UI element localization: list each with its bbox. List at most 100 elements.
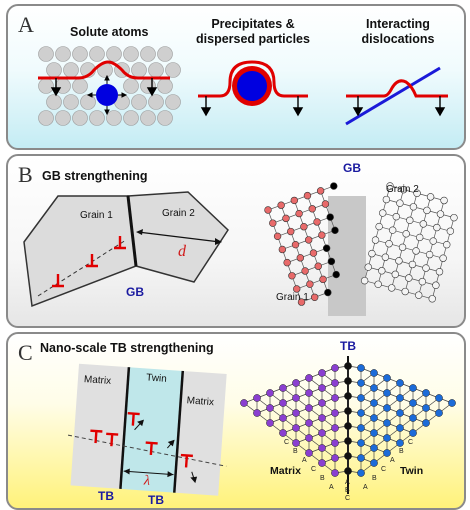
twin-lattice-atom: [318, 384, 326, 392]
gb-lattice-atom: [422, 264, 430, 272]
stacking-label-center: A: [345, 479, 350, 486]
gb-lattice-atom: [405, 274, 413, 282]
twin-lattice-atom: [357, 364, 365, 372]
twin-lattice-atom: [409, 384, 417, 392]
solute-host-atom: [63, 94, 79, 110]
twin-lattice-atom: [318, 444, 326, 452]
twin-lattice-atom: [305, 389, 313, 397]
gb-label-right: GB: [343, 161, 361, 175]
gb-lattice-atom: [288, 272, 296, 280]
solute-host-atom: [80, 94, 96, 110]
gb-lattice-atom: [300, 223, 308, 231]
twin-diagram-label: Twin: [400, 465, 423, 477]
gb-lattice-atom: [327, 257, 336, 266]
stacking-label-left: C: [284, 439, 289, 446]
gb-lattice-atom: [283, 258, 291, 267]
gb-lattice-atom: [382, 195, 391, 204]
solute-host-atom: [165, 62, 181, 78]
matrix-left-label: Matrix: [84, 374, 112, 387]
precipitates-title-line1: Precipitates &: [211, 17, 294, 31]
twin-lattice-atom: [396, 379, 404, 387]
twin-lattice-atom: [383, 389, 391, 397]
tb-top-label: TB: [340, 339, 356, 353]
twin-lattice-atom: [318, 429, 326, 437]
gb-lattice-atom: [277, 201, 285, 209]
stacking-label-right: A: [363, 484, 368, 491]
solute-host-atom: [157, 110, 173, 126]
twin-lattice-atom: [305, 419, 313, 427]
stacking-label-right: A: [390, 457, 395, 464]
solute-host-atom: [72, 46, 88, 62]
twin-lattice-atom: [331, 364, 339, 372]
gb-lattice-atom: [316, 187, 325, 195]
stacking-label-left: C: [311, 466, 316, 473]
gb-lattice-atom: [321, 200, 330, 208]
gb-lattice-atom: [443, 240, 451, 249]
gb-lattice-atom: [432, 281, 440, 289]
precipitate-bowed-dislocation: [198, 60, 308, 98]
solute-host-atom: [72, 110, 88, 126]
solute-host-atom: [106, 46, 122, 62]
twin-atomic-lattice: [240, 362, 456, 477]
stacking-label-right: C: [381, 466, 386, 473]
solute-atom-lattice: [38, 46, 181, 126]
panel-c: C Nano-scale TB strengthening: [6, 332, 466, 510]
gb-lattice-atom: [381, 253, 390, 261]
twin-lattice-atom: [370, 414, 378, 422]
twin-lattice-atom: [370, 459, 378, 467]
stacking-label-center: C: [345, 495, 350, 502]
gb-lattice-atom: [306, 280, 314, 288]
twin-lattice-atom: [422, 419, 430, 427]
solute-atom-blue: [96, 84, 118, 106]
gb-lattice-atom: [304, 236, 313, 244]
stacking-label-right: C: [408, 439, 413, 446]
gb-lattice-atom: [436, 210, 445, 218]
gb-lattice-atom: [296, 254, 305, 262]
twin-boundary-2: [173, 370, 185, 493]
gb-lattice-atom: [269, 219, 277, 227]
solute-host-atom: [148, 94, 164, 110]
gb-lattice-atom: [330, 182, 338, 190]
gb-lattice-atom: [364, 263, 372, 271]
gb-lattice-atom: [314, 262, 322, 270]
solute-host-atom: [165, 94, 181, 110]
gb-lattice-atom: [368, 249, 376, 258]
solute-strain-arrows: [86, 74, 128, 116]
gb-lattice-atom: [308, 205, 316, 213]
twin-lattice-atom: [357, 409, 365, 417]
twin-lattice-atom: [383, 419, 391, 427]
twin-lattice-atom: [422, 404, 430, 412]
gb-lattice-atom: [375, 222, 383, 231]
stacking-label-left: B: [320, 475, 325, 482]
solute-host-atom: [157, 46, 173, 62]
twin-lattice-atom: [344, 467, 352, 475]
solute-host-atom: [123, 46, 139, 62]
gb-lattice-atom: [409, 203, 418, 211]
twin-lattice-atom: [370, 429, 378, 437]
solute-host-atom: [123, 110, 139, 126]
solute-host-atom: [140, 110, 156, 126]
solute-host-atom: [63, 62, 79, 78]
twin-lattice-atom: [370, 384, 378, 392]
twin-lattice-atom: [305, 434, 313, 442]
twin-lattice-atom: [240, 399, 248, 407]
twin-lattice-atom: [383, 404, 391, 412]
twin-lattice-atom: [357, 379, 365, 387]
gb-lattice-atom: [418, 277, 427, 286]
stacking-label-left: A: [302, 457, 307, 464]
gb-lattice-atom: [385, 240, 393, 248]
gb-lattice-atom: [371, 236, 380, 244]
twin-lattice-atom: [305, 404, 313, 412]
gb-lattice-atom: [387, 284, 396, 292]
twin-lattice-atom: [279, 414, 287, 422]
twin-lattice-atom: [344, 437, 352, 445]
solute-host-atom: [38, 78, 54, 94]
panel-c-svg: C Nano-scale TB strengthening: [18, 339, 456, 507]
lambda-label: λ: [142, 473, 150, 488]
twin-lattice-atom: [396, 409, 404, 417]
tb-label-1: TB: [98, 489, 114, 503]
gb-lattice-atom: [291, 240, 300, 249]
twin-label: Twin: [146, 372, 167, 384]
gb-lattice-atom: [379, 209, 387, 217]
